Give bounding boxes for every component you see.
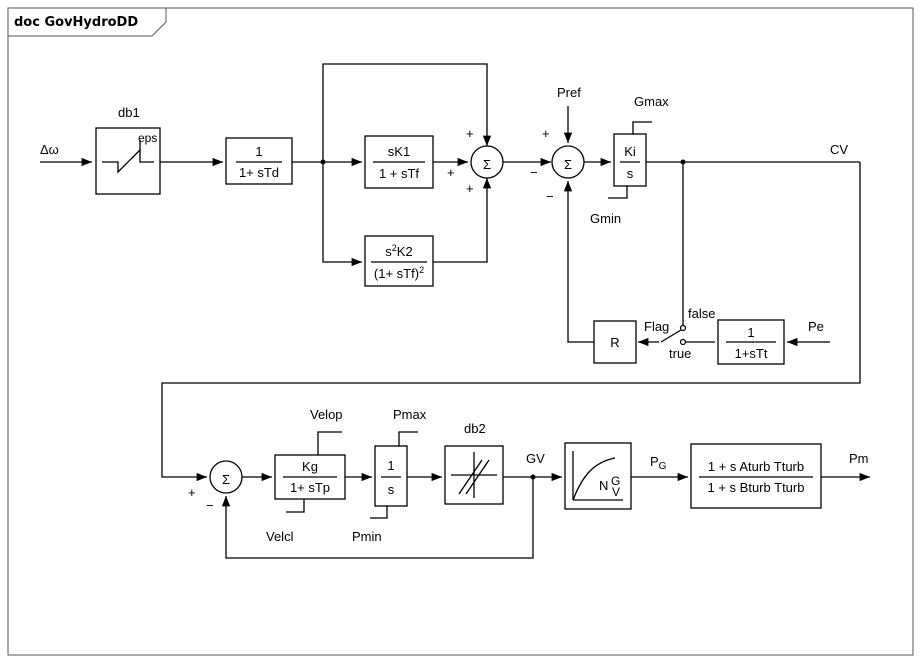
turb-den: 1 + s Bturb Tturb (708, 480, 805, 495)
switch-arm (660, 329, 682, 343)
r-feedback-path (563, 181, 594, 343)
pmin-limit-line (370, 506, 388, 519)
frame-tab (8, 8, 167, 37)
pref-label: Pref (557, 85, 581, 100)
k1-den: 1 + sTf (379, 166, 419, 181)
r-block (593, 320, 637, 364)
deadband-icon (102, 148, 154, 174)
cv-route (161, 162, 861, 482)
turb-num: 1 + s Aturb Tturb (708, 459, 804, 474)
td-block (225, 137, 293, 185)
velop-label: Velop (310, 407, 343, 422)
gv-feedback-path (221, 477, 534, 559)
velcl-limit-line (286, 499, 305, 513)
db1-label: db1 (118, 105, 140, 120)
k2-num: s2K2 (385, 243, 412, 259)
svg-text:Σ: Σ (483, 157, 491, 172)
pe-label: Pe (808, 319, 824, 334)
s2-sign-left: − (530, 165, 538, 180)
false-label: false (688, 306, 715, 321)
pg-label: PG (650, 454, 667, 472)
s1-sign-bottom: + (466, 181, 474, 196)
s1-sign-left: + (447, 165, 455, 180)
db2-label: db2 (464, 421, 486, 436)
k2-den: (1+ sTf)2 (374, 265, 424, 281)
switch-true-contact (679, 338, 687, 346)
ngv-v: V (612, 485, 620, 499)
r-label: R (610, 335, 619, 350)
frame-title: doc GovHydroDD (14, 15, 138, 30)
pm-label: Pm (849, 451, 869, 466)
delta-omega-label: Δω (40, 142, 59, 157)
s3-sign-bottom: − (206, 498, 214, 513)
gmax-limit-line (632, 121, 652, 134)
nonlinear-curve-icon (572, 457, 616, 501)
gmin-label: Gmin (590, 211, 621, 226)
s2-sign-bottom: − (546, 189, 554, 204)
s1-sign-top: + (466, 126, 474, 141)
cv-label: CV (830, 142, 848, 157)
pmin-label: Pmin (352, 529, 382, 544)
k2-block (364, 235, 434, 287)
db1-eps: eps (138, 131, 157, 145)
ngv-n: N (599, 478, 608, 493)
ki-block (613, 133, 647, 187)
kg-den: 1+ sTp (290, 480, 330, 495)
integ-num: 1 (387, 458, 394, 473)
backlash-icon (458, 459, 483, 495)
gmin-limit-line (608, 186, 628, 199)
velcl-label: Velcl (266, 529, 294, 544)
tt-num: 1 (747, 325, 754, 340)
td-den: 1+ sTd (239, 165, 279, 180)
pmax-limit-line (398, 431, 418, 446)
gv-label: GV (526, 451, 545, 466)
true-label: true (669, 346, 691, 361)
velop-limit-line (317, 431, 342, 455)
svg-text:Σ: Σ (222, 472, 230, 487)
ki-num: Ki (624, 144, 636, 159)
ngv-block (564, 442, 632, 510)
td-num: 1 (255, 144, 262, 159)
s3-sign-left: + (188, 485, 196, 500)
gmax-label: Gmax (634, 94, 669, 109)
ngv-g: G (611, 474, 620, 488)
svg-text:Σ: Σ (564, 157, 572, 172)
kg-num: Kg (302, 459, 318, 474)
ki-den: s (627, 166, 634, 181)
turbine-block (690, 443, 822, 509)
flag-label: Flag (644, 319, 669, 334)
s2-sign-top: + (542, 126, 550, 141)
k1-num: sK1 (388, 144, 410, 159)
db1-block (95, 127, 161, 195)
integ-den: s (388, 482, 395, 497)
switch-false-contact (679, 324, 687, 332)
diagram-frame (7, 7, 914, 656)
tt-den: 1+sTt (735, 346, 768, 361)
feedforward-path (322, 63, 492, 162)
pmax-label: Pmax (393, 407, 427, 422)
integrator-block (374, 445, 408, 507)
